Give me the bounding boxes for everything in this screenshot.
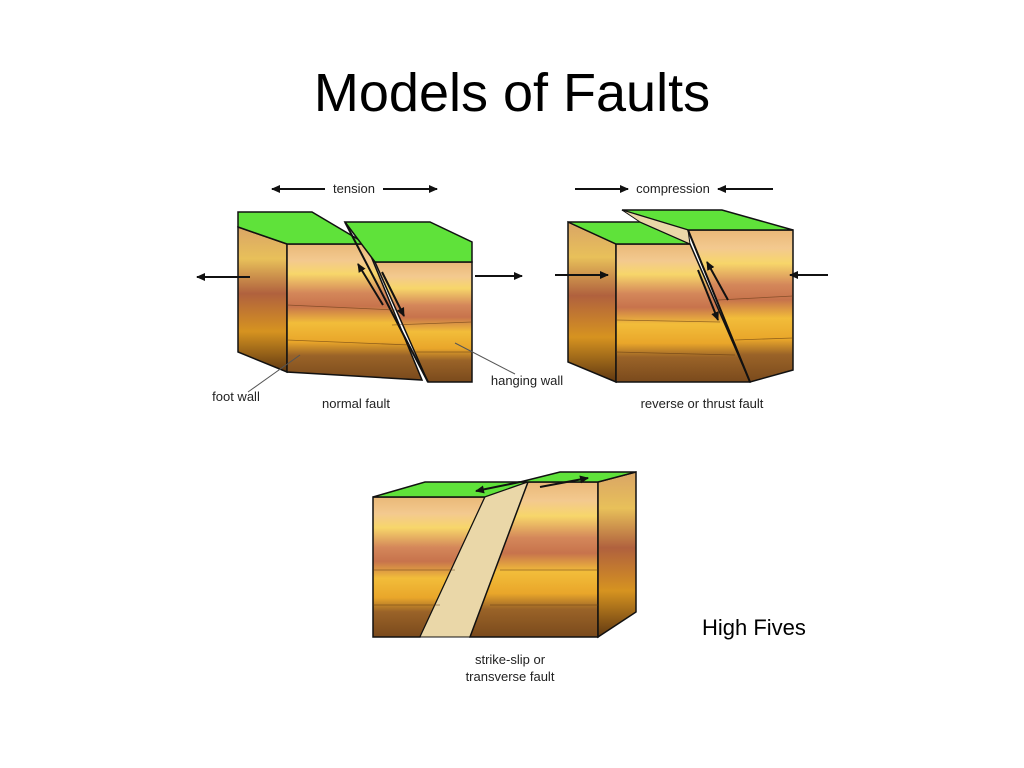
normal-fault-diagram: tension foot wall hanging wall normal f	[196, 181, 563, 411]
normal-fault-caption: normal fault	[322, 396, 390, 411]
strike-slip-diagram: strike-slip or transverse fault	[372, 471, 637, 684]
reverse-down-arrow	[697, 269, 719, 321]
normal-fault-plane	[344, 221, 429, 383]
foot-wall-pointer	[247, 354, 301, 393]
slide-title: Models of Faults	[313, 63, 711, 123]
strike-right-arrow	[539, 475, 589, 488]
reverse-fault-caption: reverse or thrust fault	[641, 396, 764, 411]
foot-wall-surface	[237, 211, 369, 245]
tension-label: tension	[333, 181, 375, 196]
high-fives-note: High Fives	[702, 615, 806, 640]
foot-wall-label: foot wall	[212, 389, 260, 404]
strike-caption-line2: transverse fault	[466, 669, 555, 684]
hanging-wall-motion-arrow	[381, 271, 405, 317]
reverse-fault-scarp	[621, 209, 691, 245]
hanging-wall-surface	[343, 221, 473, 263]
reverse-left-side	[567, 220, 617, 384]
strike-left-arrow	[475, 481, 521, 494]
footwall-motion-arrow	[357, 263, 384, 306]
hanging-wall-pointer	[454, 342, 516, 375]
strike-caption-line1: strike-slip or	[475, 652, 546, 667]
compression-label: compression	[636, 181, 710, 196]
reverse-up-arrow	[706, 261, 729, 301]
foot-wall-side	[237, 225, 288, 374]
hanging-wall-label: hanging wall	[491, 373, 563, 388]
reverse-fault-plane	[687, 229, 751, 383]
reverse-fault-diagram: compression reverse or thrust fault	[555, 181, 828, 411]
strike-right-side	[597, 471, 637, 639]
